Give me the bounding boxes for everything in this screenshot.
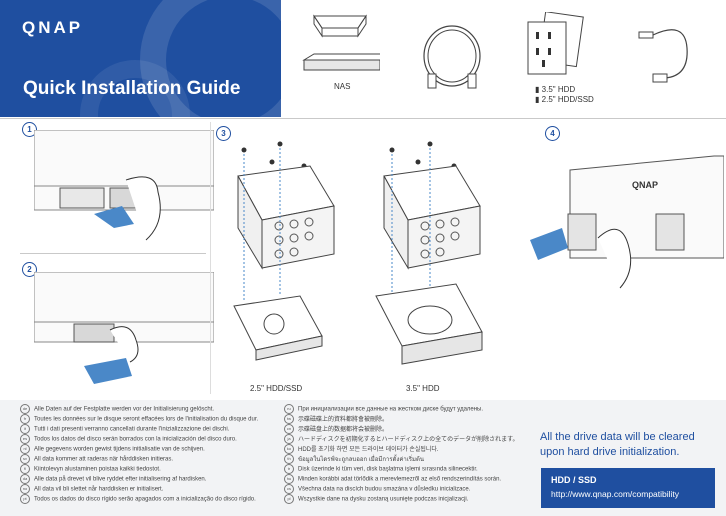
compatibility-title: HDD / SSD (551, 475, 597, 485)
warning-text: При инициализации все данные на жестком … (298, 406, 484, 413)
vertical-divider (210, 122, 211, 394)
warning-row: tw 示碟磁碟上的資料都將會被刪除。 (284, 414, 389, 425)
header-divider (0, 118, 726, 119)
warning-text: HDD를 초기화 하면 모든 드라이브 데이터가 손실됩니다. (298, 447, 439, 453)
warning-text: Všechna data na discích budou smazána v … (298, 486, 471, 493)
language-icon: ja (284, 434, 294, 445)
step-4-number: 4 (545, 126, 560, 141)
warning-text: Toutes les données sur le disque seront … (34, 416, 259, 423)
step-3-number: 3 (216, 126, 231, 141)
warning-text: 示碟磁碟上的資料都將會被刪除。 (298, 417, 389, 423)
language-icon: pl (284, 494, 294, 504)
warning-row: hu Minden korábbi adat törlődik a merevle… (284, 474, 501, 484)
warning-row: tr Disk üzerinde ki tüm veri, disk başlat… (284, 464, 478, 474)
warning-text: Kiintolevyn alustaminen poistaa kaikki t… (34, 466, 161, 473)
language-icon: it (20, 424, 30, 434)
warning-row: fr Toutes les données sur le disque seron… (20, 414, 258, 424)
warning-text: All data vil bli slettet når harddisken … (34, 486, 164, 493)
warning-row: es Todos los datos del disco serán borrad… (20, 434, 237, 444)
power-cord-icon (638, 29, 688, 83)
warning-text: Todos los datos del disco serán borrados… (34, 436, 237, 443)
language-icon: nl (20, 444, 30, 454)
warning-text: Alle gegevens worden gewist tijdens init… (34, 446, 205, 453)
warning-text: ข้อมูลในไดรฟ์จะถูกลบออก เมื่อมีการตั้งค่… (298, 457, 424, 463)
warning-row: da Alle data på drevet vil blive ryddet e… (20, 474, 206, 484)
step-divider (20, 253, 206, 254)
screw-small-icon: ▮ (535, 95, 540, 104)
step-3-tray-25-illustration (233, 141, 335, 361)
warning-text: 示碟磁盘上的数据都将会被删除。 (298, 427, 389, 433)
compatibility-box: HDD / SSD http://www.qnap.com/compatibil… (541, 468, 715, 508)
step-2-illustration (34, 272, 214, 384)
warning-text: All data kommer att raderas när hårddisk… (34, 456, 174, 463)
language-icon: tw (284, 414, 294, 425)
screw-label-text: 2.5" HDD/SSD (541, 95, 594, 104)
language-icon: de (20, 404, 30, 414)
language-icon: cs (284, 484, 294, 494)
warning-row: cn 示碟磁盘上的数据都将会被删除。 (284, 424, 389, 435)
warning-text: Tutti i dati presenti verranno cancellat… (34, 426, 230, 433)
step-2-number: 2 (22, 262, 37, 277)
language-icon: hu (284, 474, 294, 484)
warning-row: ko HDD를 초기화 하면 모든 드라이브 데이터가 손실됩니다. (284, 444, 439, 455)
warning-row: no All data vil bli slettet når harddiske… (20, 484, 163, 494)
compatibility-link[interactable]: http://www.qnap.com/compatibility (551, 489, 680, 499)
screws-bag-icon (527, 12, 584, 75)
language-icon: fr (20, 414, 30, 424)
screw-small-icon: ▮ (535, 85, 540, 94)
language-icon: no (20, 484, 30, 494)
language-icon: fi (20, 464, 30, 474)
warning-row: ru При инициализации все данные на жестко… (284, 404, 483, 414)
warning-text: Disk üzerinde ki tüm veri, disk başlatma… (298, 466, 478, 473)
language-icon: da (20, 474, 30, 484)
notice-line-1: All the drive data will be cleared (540, 431, 695, 443)
warning-text: Todos os dados do disco rígido serão apa… (34, 496, 256, 503)
warning-row: ja ハードディスクを初期化するとハードディスク上の全てのデータが削除されます。 (284, 434, 519, 445)
language-icon: es (20, 434, 30, 444)
screw-label-35: ▮ 3.5" HDD (535, 85, 575, 94)
step-4-illustration: QNAP (530, 155, 724, 289)
step-3-tray-35-illustration (375, 141, 483, 365)
step-1-illustration (34, 130, 214, 241)
warning-row: fi Kiintolevyn alustaminen poistaa kaikki… (20, 464, 161, 474)
nas-box-illustration (302, 14, 380, 71)
warning-row: pl Wszystkie dane na dysku zostaną usunię… (284, 494, 468, 504)
warning-row: nl Alle gegevens worden gewist tijdens in… (20, 444, 205, 454)
language-icon: ko (284, 444, 294, 455)
warning-row: it Tutti i dati presenti verranno cancell… (20, 424, 229, 434)
step-3-caption-right: 3.5" HDD (406, 384, 440, 393)
language-icon: pt (20, 494, 30, 504)
language-icon: th (284, 454, 294, 465)
notice-line-2: upon hard drive initialization. (540, 446, 680, 458)
data-clear-notice: All the drive data will be cleared upon … (540, 430, 720, 460)
qnap-logo: QNAP (22, 18, 84, 37)
warning-text: Alle Daten auf der Festplatte werden vor… (34, 406, 215, 413)
package-contents: NAS ▮ 3.5" HDD ▮ 2.5" HDD/SSD (290, 0, 726, 117)
screw-label-text: 3.5" HDD (541, 85, 576, 94)
screw-label-25: ▮ 2.5" HDD/SSD (535, 95, 594, 104)
language-icon: tr (284, 464, 294, 474)
page-title: Quick Installation Guide (23, 78, 241, 99)
brand-banner: QNAP Quick Installation Guide (0, 0, 281, 117)
warning-row: de Alle Daten auf der Festplatte werden v… (20, 404, 214, 414)
warning-row: cs Všechna data na discích budou smazána … (284, 484, 470, 494)
warning-text: Wszystkie dane na dysku zostaną usunięte… (298, 496, 469, 503)
warning-row: sv All data kommer att raderas när hårddi… (20, 454, 173, 464)
nas-label: NAS (334, 82, 351, 91)
ethernet-cable-icon (423, 25, 481, 89)
warning-row: th ข้อมูลในไดรฟ์จะถูกลบออก เมื่อมีการตั้ง… (284, 454, 424, 465)
step-3-caption-left: 2.5" HDD/SSD (250, 384, 303, 393)
svg-text:QNAP: QNAP (632, 180, 658, 190)
language-icon: ru (284, 404, 294, 414)
language-icon: cn (284, 424, 294, 435)
warning-text: ハードディスクを初期化するとハードディスク上の全てのデータが削除されます。 (298, 437, 519, 443)
language-icon: sv (20, 454, 30, 464)
warning-text: Alle data på drevet vil blive ryddet eft… (34, 476, 207, 483)
warning-row: pt Todos os dados do disco rígido serão a… (20, 494, 256, 504)
warning-text: Minden korábbi adat törlődik a merevleme… (298, 476, 502, 483)
